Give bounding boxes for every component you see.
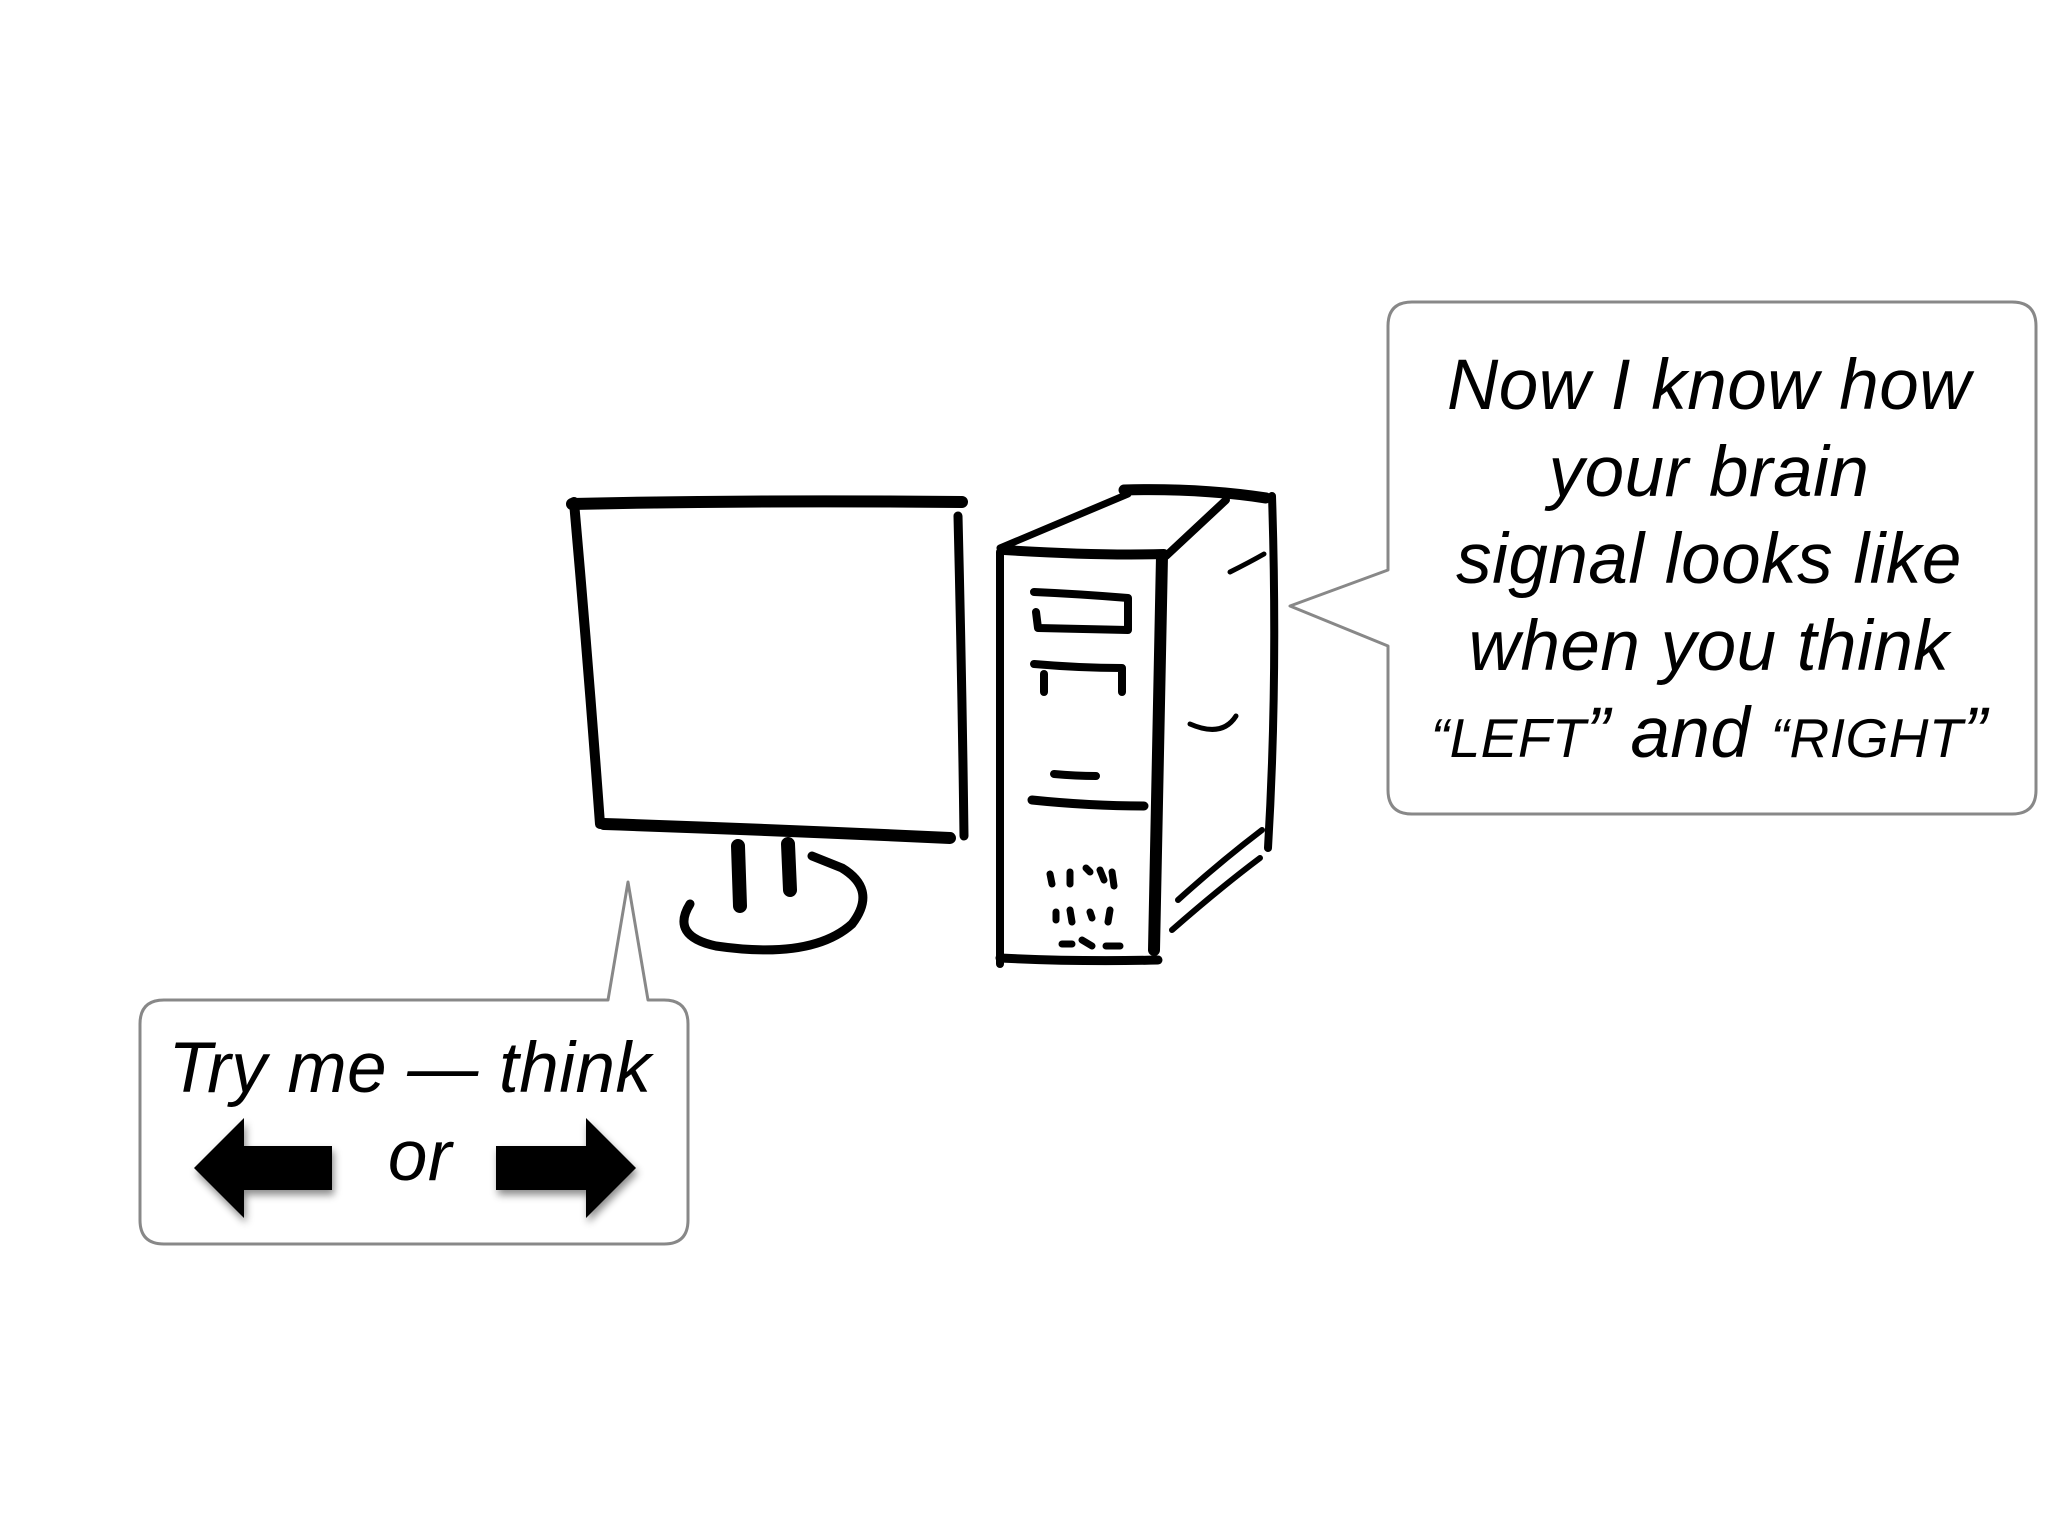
- speech-line-1: Now I know how: [1447, 346, 1971, 425]
- joiner-and: and: [1610, 694, 1771, 773]
- open-quote: “: [1770, 707, 1790, 769]
- speech-line-5: “LEFT” and “RIGHT”: [1384, 690, 2034, 782]
- arrow-left-icon: [194, 1118, 332, 1218]
- computer-speech-bubble: [1288, 300, 2038, 816]
- arrow-right-icon: [496, 1118, 636, 1218]
- open-quote: “: [1430, 707, 1450, 769]
- speech-line-2: your brain: [1548, 433, 1870, 512]
- close-quote: ”: [1963, 694, 1988, 773]
- word-left: LEFT: [1449, 707, 1587, 769]
- computer-tower-icon: [995, 484, 1279, 968]
- monitor-icon: [566, 495, 969, 955]
- user-prompt-text: Try me — think: [168, 1029, 652, 1108]
- or-label: or: [387, 1117, 453, 1196]
- word-right: RIGHT: [1789, 707, 1964, 769]
- computer-speech-text: Now I know how your brain signal looks l…: [1384, 342, 2034, 782]
- speech-line-3: signal looks like: [1456, 520, 1962, 599]
- close-quote: ”: [1586, 694, 1611, 773]
- speech-line-4: when you think: [1468, 607, 1950, 686]
